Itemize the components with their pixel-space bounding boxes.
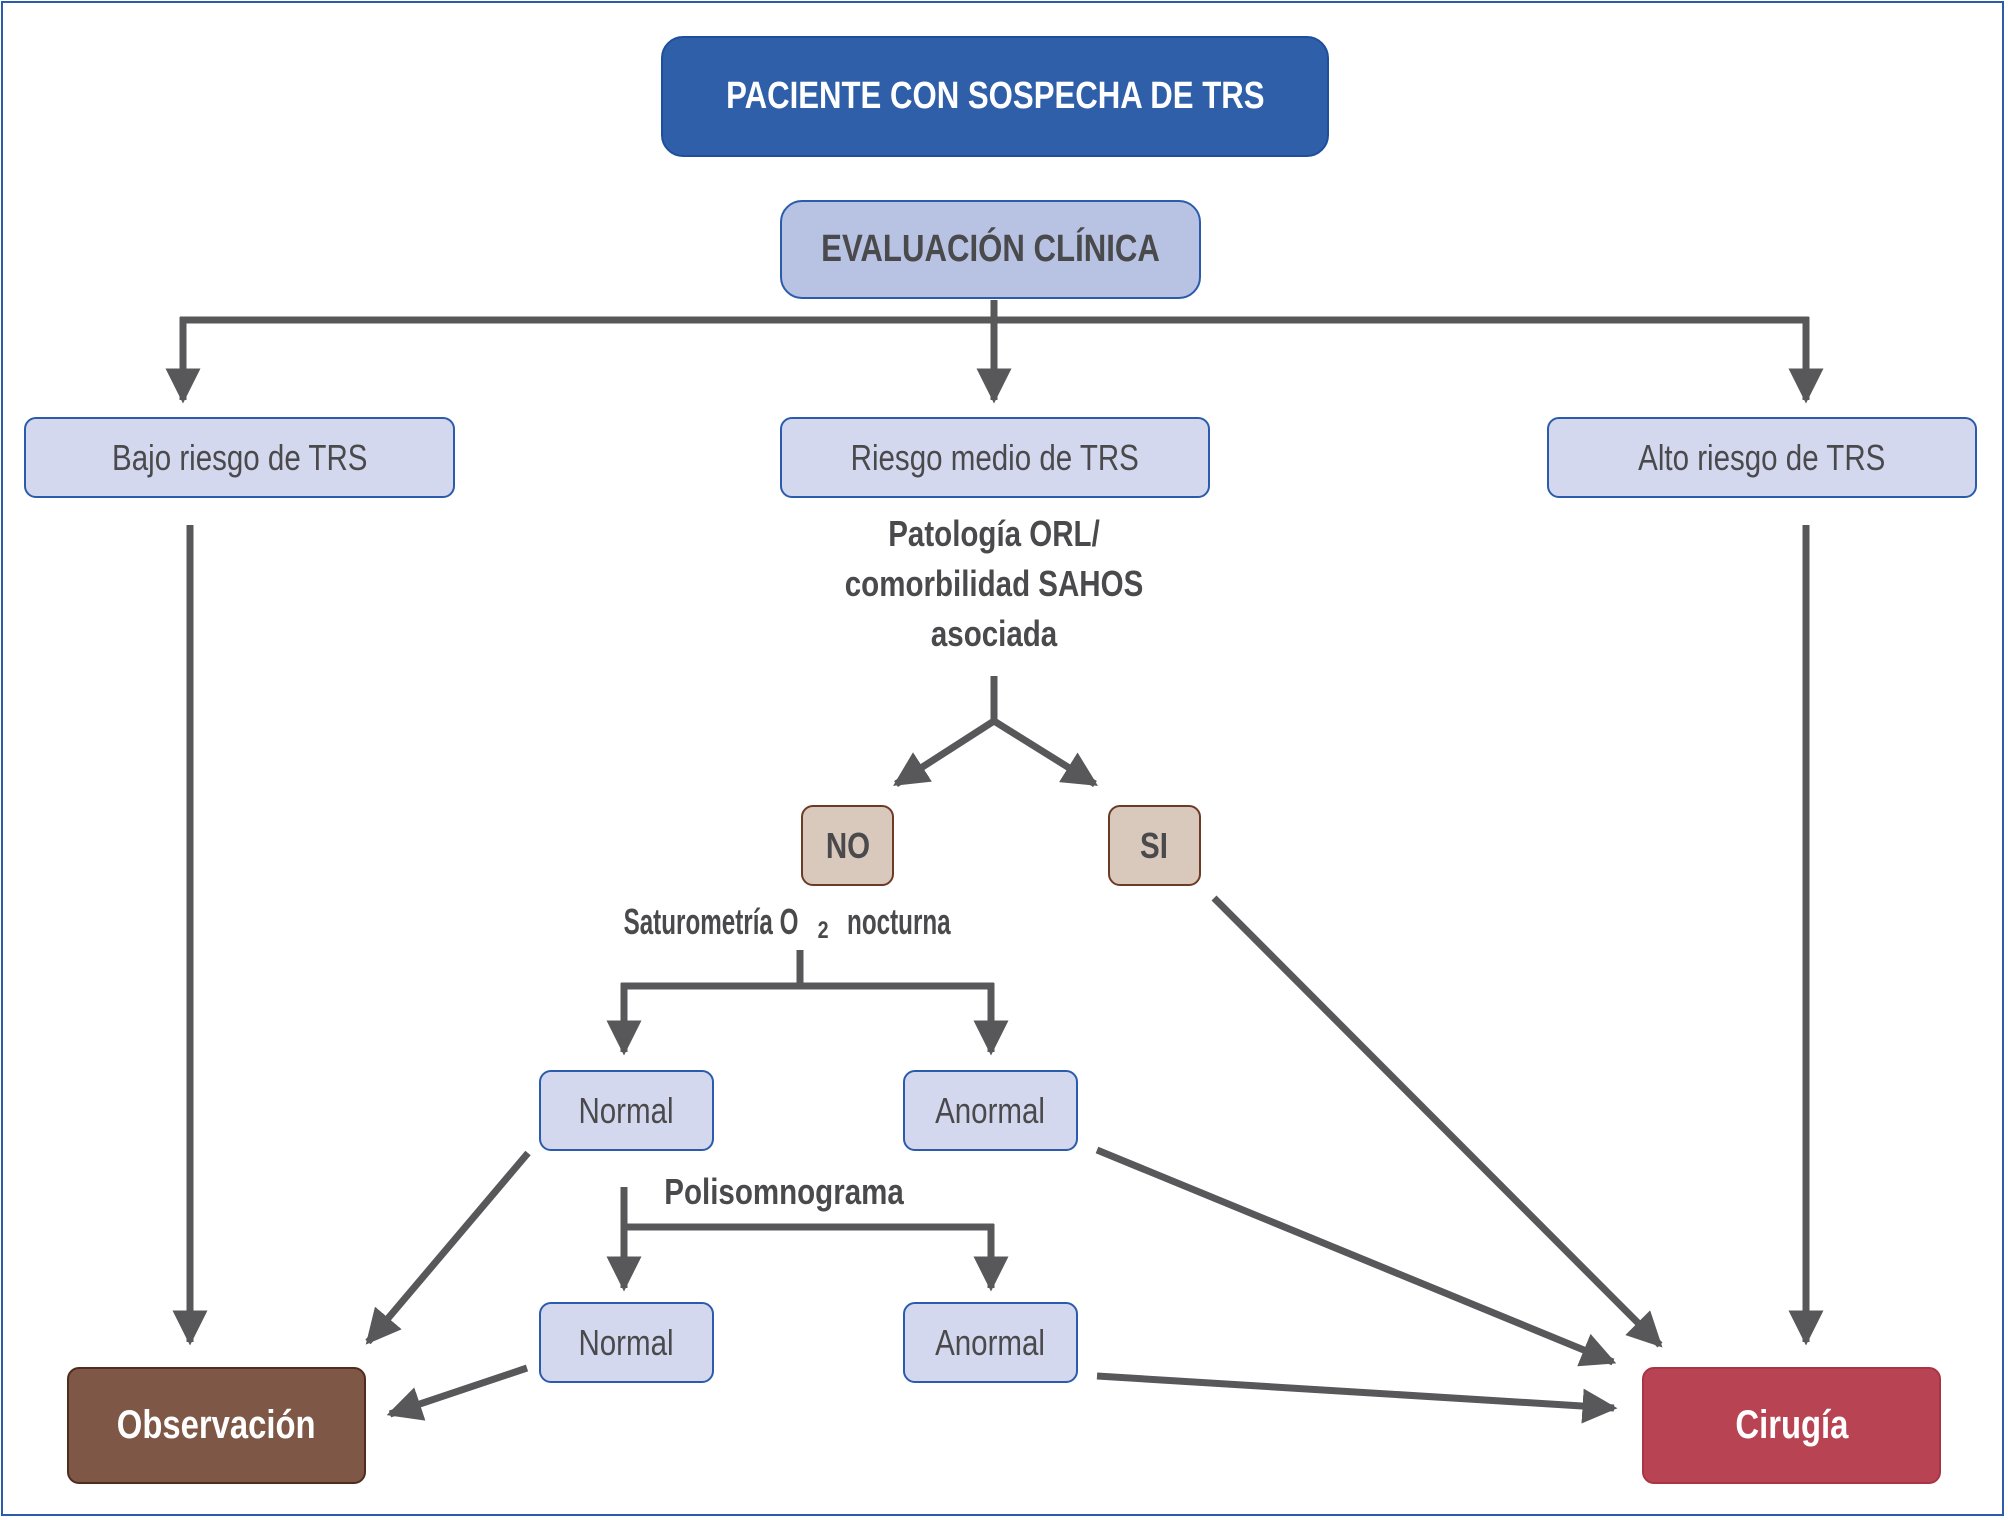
psg-abnormal-node: Anormal: [903, 1302, 1078, 1383]
polysomnography-label: Polisomnograma: [664, 1171, 904, 1212]
oximetry-normal-node: Normal: [539, 1070, 714, 1151]
answer-no-node: NO: [801, 805, 894, 886]
oximetry-label: Saturometría O 2 nocturna: [544, 897, 1024, 956]
question-label: Patología ORL/ comorbilidad SAHOS asocia…: [794, 509, 1194, 659]
psg-abnormal-label: Anormal: [935, 1321, 1046, 1363]
oximetry-abnormal-node: Anormal: [903, 1070, 1078, 1151]
arrow-psg-normal-to-observation: [386, 1364, 529, 1421]
psg-normal-node: Normal: [539, 1302, 714, 1383]
surgery-node: Cirugía: [1642, 1367, 1941, 1484]
evaluation-node: EVALUACIÓN CLÍNICA: [780, 200, 1201, 299]
arrow-yes-to-surgery: [1211, 895, 1663, 1348]
low-risk-label: Bajo riesgo de TRS: [111, 436, 368, 478]
high-risk-label: Alto riesgo de TRS: [1638, 436, 1886, 478]
high-risk-node: Alto riesgo de TRS: [1547, 417, 1977, 498]
observation-node: Observación: [67, 1367, 366, 1484]
arrow-to-yes: [992, 718, 1098, 787]
oximetry-subscript: 2: [817, 917, 829, 944]
surgery-label: Cirugía: [1734, 1403, 1848, 1447]
answer-yes-node: SI: [1108, 805, 1201, 886]
oximetry-prefix: Saturometría O: [623, 901, 799, 942]
observation-label: Observación: [117, 1403, 316, 1447]
oximetry-suffix: nocturna: [840, 901, 952, 942]
answer-yes-label: SI: [1140, 824, 1169, 866]
medium-risk-node: Riesgo medio de TRS: [780, 417, 1210, 498]
question-line-3: asociada: [930, 613, 1058, 654]
low-risk-node: Bajo riesgo de TRS: [24, 417, 455, 498]
evaluation-label: EVALUACIÓN CLÍNICA: [821, 228, 1160, 270]
arrow-psg-abnormal-to-surgery: [1096, 1372, 1618, 1424]
answer-no-label: NO: [825, 824, 870, 866]
question-line-2: comorbilidad SAHOS: [844, 563, 1144, 604]
arrow-oximetry-abnormal-to-surgery: [1095, 1146, 1617, 1367]
question-line-1: Patología ORL/: [888, 513, 1100, 554]
psg-normal-label: Normal: [578, 1321, 675, 1363]
arrow-to-no: [893, 718, 996, 787]
root-label: PACIENTE CON SOSPECHA DE TRS: [725, 75, 1265, 117]
oximetry-abnormal-label: Anormal: [935, 1089, 1046, 1131]
root-node: PACIENTE CON SOSPECHA DE TRS: [661, 36, 1329, 157]
arrow-oximetry-normal-to-observation: [365, 1150, 531, 1345]
oximetry-normal-label: Normal: [578, 1089, 675, 1131]
medium-risk-label: Riesgo medio de TRS: [850, 436, 1140, 478]
